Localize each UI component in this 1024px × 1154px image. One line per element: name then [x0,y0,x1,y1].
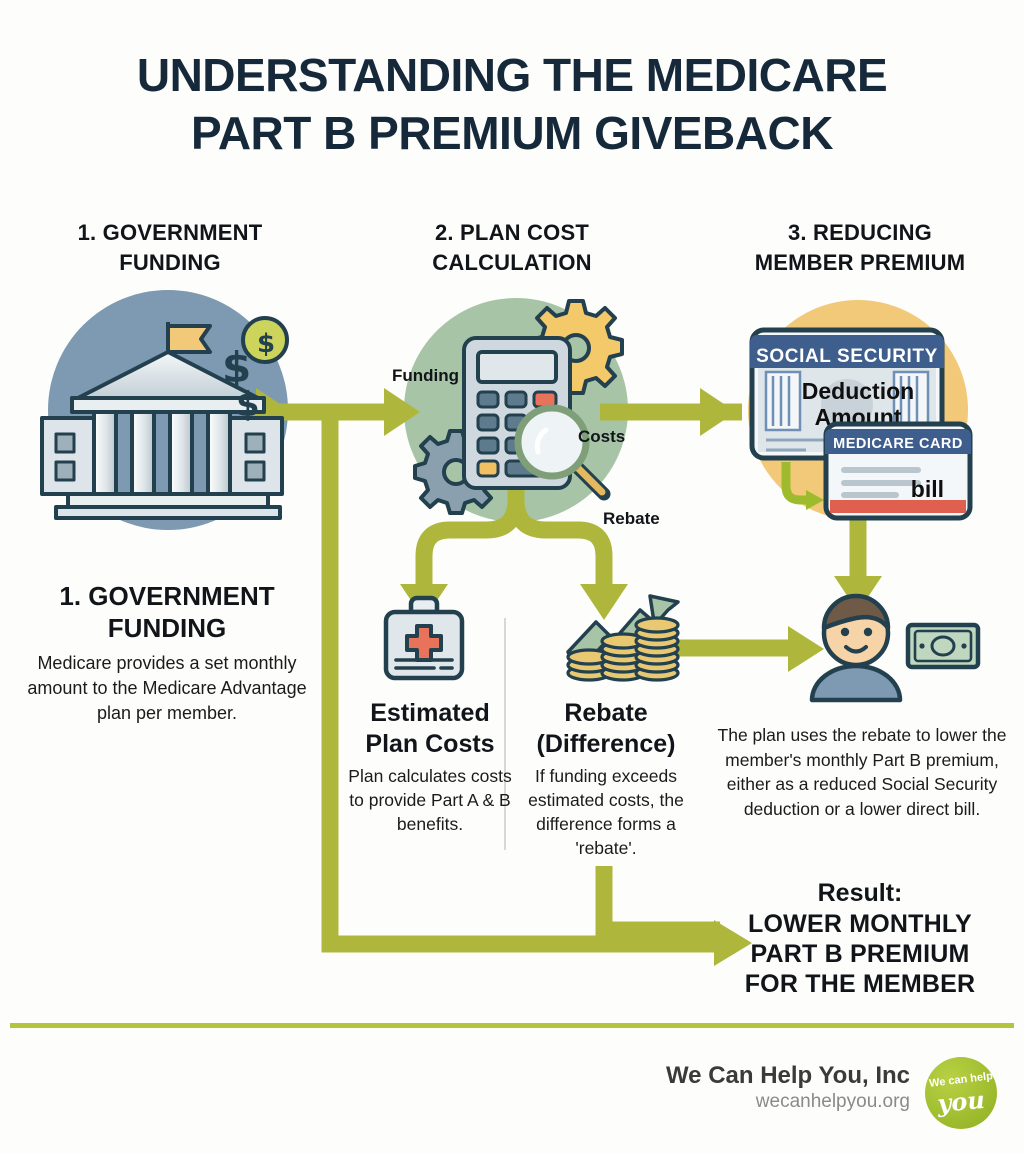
calculator-gears-magnifier-icon [413,299,624,515]
social-security-title: SOCIAL SECURITY [756,346,938,367]
block-rebate-difference: Rebate (Difference) If funding exceeds e… [512,698,700,860]
arrowhead-result [714,920,752,966]
block-1-body: Medicare provides a set monthly amount t… [27,653,307,723]
government-building-icon: $ $ $ [40,316,289,520]
connector-label-rebate: Rebate [603,509,660,528]
member-person-cash-icon [809,593,981,703]
step-header-3: 3. REDUCING MEMBER PREMIUM [700,218,1020,278]
step-header-2-line-2: CALCULATION [432,250,592,275]
footer-website-url: wecanhelpyou.org [755,1091,910,1112]
step-header-3-line-2: MEMBER PREMIUM [754,250,966,275]
footer-company-name: We Can Help You, Inc [665,1062,910,1089]
medicare-card-title: MEDICARE CARD [833,436,963,452]
connector-label-funding: Funding [392,366,460,385]
column-divider [504,618,506,850]
card-link-arrow [781,462,812,505]
block-2-heading-line-2: Plan Costs [365,730,495,758]
result-line-2: PART B PREMIUM [750,940,970,968]
arrowhead-funding [384,388,420,436]
svg-text:$: $ [236,385,260,425]
deduction-line-1: Deduction [802,378,914,404]
step-header-1: 1. GOVERNMENT FUNDING [20,218,320,278]
block-3-body: If funding exceeds estimated costs, the … [528,766,684,858]
block-1-heading-line-2: FUNDING [107,613,227,643]
magnifier-icon [514,404,611,501]
social-security-medicare-cards-icon: SOCIAL SECURITY Deduction Amount MEDICAR [749,327,973,521]
block-3-heading-line-2: (Difference) [536,730,676,758]
block-2-body: Plan calculates costs to provide Part A … [348,766,512,834]
arrowhead-costs [700,388,736,436]
step-header-2: 2. PLAN COST CALCULATION [352,218,672,278]
arrowhead-rebate [580,584,628,620]
connector-label-costs: Costs [578,427,626,446]
step-header-3-line-1: 3. REDUCING [788,220,932,245]
connector-arrows [250,403,867,953]
title-line-1: UNDERSTANDING THE MEDICARE [136,49,888,101]
step-header-1-line-2: FUNDING [119,250,221,275]
block-estimated-plan-costs: Estimated Plan Costs Plan calculates cos… [340,698,520,836]
medical-kit-icon [383,595,465,681]
svg-text:$: $ [257,329,275,359]
step-header-1-line-1: 1. GOVERNMENT [77,220,263,245]
bill-label: bill [911,476,944,502]
brand-logo: We can help you [925,1057,997,1129]
connector-loop-rebate [595,866,720,939]
connector-loop-left [321,404,720,953]
result-label: Result: [817,879,903,907]
block-result: Result: LOWER MONTHLY PART B PREMIUM FOR… [700,878,1020,999]
block-government-funding: 1. GOVERNMENT FUNDING Medicare provides … [18,580,316,726]
page-title: UNDERSTANDING THE MEDICARE PART B PREMIU… [0,46,1024,162]
block-member-outcome: The plan uses the rebate to lower the me… [706,723,1018,821]
logo-line-2: you [936,1084,986,1119]
arrowhead-member-left [788,626,824,672]
card-link-arrowhead [806,490,824,510]
result-line-1: LOWER MONTHLY [748,910,972,938]
block-2-heading-line-1: Estimated [370,699,490,727]
coin-stacks-growth-arrow-icon [566,594,680,682]
connector-branch-rebate [507,499,613,588]
block-3-heading-line-1: Rebate [564,699,648,727]
result-line-3: FOR THE MEMBER [744,970,976,998]
step-header-2-line-1: 2. PLAN COST [435,220,589,245]
medicare-card: MEDICARE CARD bill [823,421,973,521]
footer-divider [10,1023,1014,1028]
title-line-2: PART B PREMIUM GIVEBACK [191,107,833,159]
block-4-body: The plan uses the rebate to lower the me… [717,725,1007,819]
block-1-heading-line-1: 1. GOVERNMENT [59,581,275,611]
